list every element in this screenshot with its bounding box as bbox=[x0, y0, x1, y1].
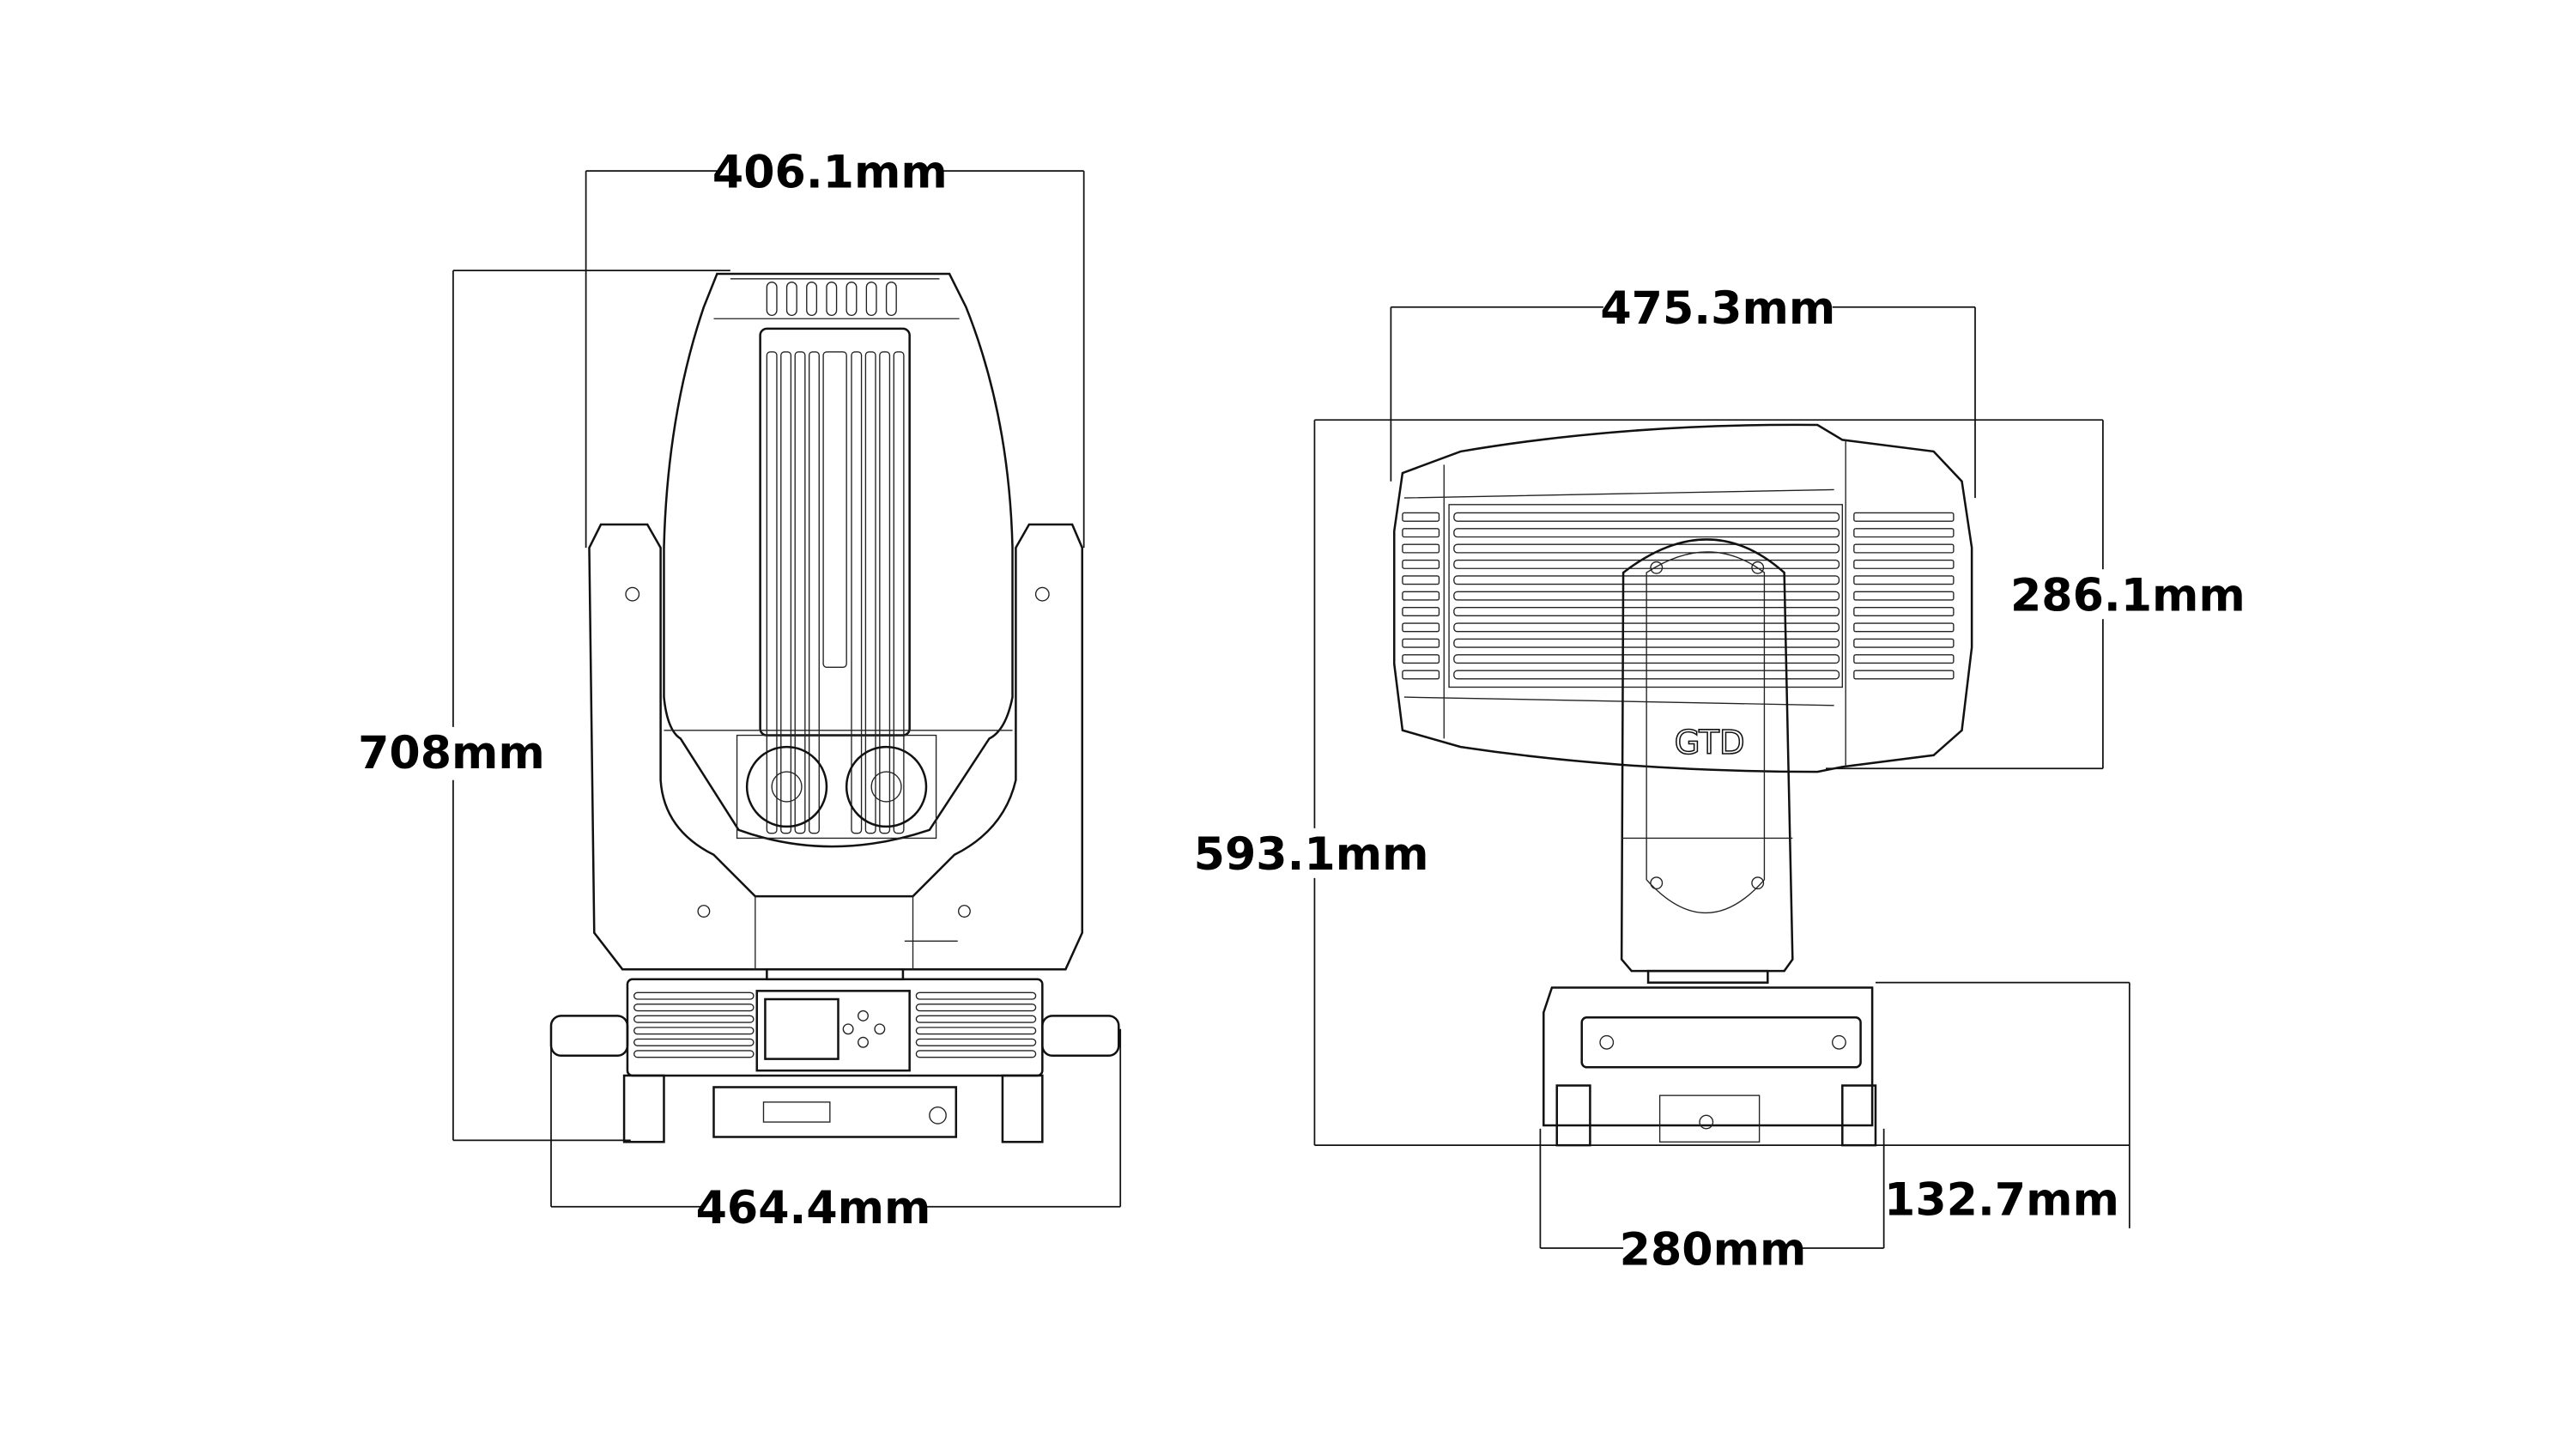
side-fin bbox=[1402, 607, 1440, 617]
vent-slot bbox=[766, 282, 778, 317]
cooling-fin bbox=[879, 351, 891, 834]
dim-front-height: 708mm bbox=[358, 728, 545, 779]
display-screen bbox=[764, 997, 839, 1060]
base-side bbox=[1543, 969, 1877, 1147]
vent-slot bbox=[785, 282, 797, 317]
base-fin bbox=[633, 1003, 755, 1012]
moving-head-side bbox=[1392, 423, 1973, 773]
cooling-fin bbox=[851, 351, 863, 834]
side-fin bbox=[1853, 638, 1955, 648]
side-fin bbox=[1453, 512, 1840, 522]
side-fin bbox=[1402, 575, 1440, 585]
dim-side-base-height: 132.7mm bbox=[1884, 1174, 2119, 1226]
base-fin bbox=[633, 1027, 755, 1035]
base-front bbox=[549, 967, 1120, 1143]
base-fin bbox=[633, 1015, 755, 1023]
side-fin bbox=[1853, 559, 1955, 569]
front-view bbox=[452, 170, 1122, 1208]
base-fin bbox=[633, 1050, 755, 1058]
side-fin bbox=[1853, 591, 1955, 601]
base-fin bbox=[915, 1003, 1037, 1012]
cooling-fin bbox=[864, 351, 876, 834]
fan-right bbox=[845, 745, 928, 828]
side-fin bbox=[1402, 543, 1440, 554]
base-fin bbox=[915, 1050, 1037, 1058]
brand-logo: GTD bbox=[1675, 724, 1745, 762]
base-fin bbox=[915, 1015, 1037, 1023]
vent-slot bbox=[846, 282, 858, 317]
side-fin bbox=[1402, 528, 1440, 538]
side-fin bbox=[1853, 528, 1955, 538]
side-fin bbox=[1853, 622, 1955, 633]
base-fin bbox=[633, 991, 755, 1000]
dim-side-head-height: 286.1mm bbox=[2010, 571, 2246, 622]
side-fin bbox=[1402, 670, 1440, 680]
side-fin bbox=[1402, 591, 1440, 601]
fan-left bbox=[745, 745, 828, 828]
side-fin bbox=[1402, 622, 1440, 633]
base-fin bbox=[915, 991, 1037, 1000]
cooling-fin bbox=[893, 351, 905, 834]
side-fin bbox=[1453, 543, 1840, 554]
side-fin bbox=[1402, 559, 1440, 569]
dimension-lines-side bbox=[1313, 306, 2131, 1249]
side-fin bbox=[1853, 670, 1955, 680]
yoke-front bbox=[588, 523, 1083, 971]
side-fin bbox=[1853, 543, 1955, 554]
side-fin bbox=[1853, 654, 1955, 664]
vent-slot bbox=[885, 282, 897, 317]
side-fin bbox=[1453, 528, 1840, 538]
dim-front-width-top: 406.1mm bbox=[712, 147, 948, 198]
base-fin bbox=[915, 1038, 1037, 1046]
side-fin bbox=[1453, 559, 1840, 569]
dim-side-head-length: 475.3mm bbox=[1600, 283, 1835, 335]
side-fin bbox=[1853, 575, 1955, 585]
yoke-side: GTD bbox=[1620, 538, 1794, 973]
side-fin bbox=[1853, 607, 1955, 617]
vent-slot bbox=[826, 282, 838, 317]
cooling-fin bbox=[766, 351, 778, 834]
cooling-fin bbox=[808, 351, 820, 834]
side-view: GTD bbox=[1313, 306, 2131, 1249]
side-fin bbox=[1402, 512, 1440, 522]
cooling-fin bbox=[780, 351, 792, 834]
side-fin bbox=[1402, 654, 1440, 664]
side-fin bbox=[1402, 638, 1440, 648]
dimension-labels: 406.1mm 708mm 464.4mm 475.3mm 286.1mm 59… bbox=[358, 146, 2246, 1276]
base-fin bbox=[633, 1038, 755, 1046]
vent-slot bbox=[865, 282, 877, 317]
moving-head-front bbox=[663, 272, 1014, 848]
base-fin bbox=[915, 1027, 1037, 1035]
cooling-fin bbox=[822, 351, 847, 668]
cooling-fin bbox=[794, 351, 806, 834]
dim-front-width-base: 464.4mm bbox=[696, 1183, 931, 1234]
side-fin bbox=[1853, 512, 1955, 522]
dim-side-base-width: 280mm bbox=[1620, 1224, 1807, 1276]
dim-side-total-height: 593.1mm bbox=[1194, 829, 1429, 881]
vent-slot bbox=[806, 282, 818, 317]
